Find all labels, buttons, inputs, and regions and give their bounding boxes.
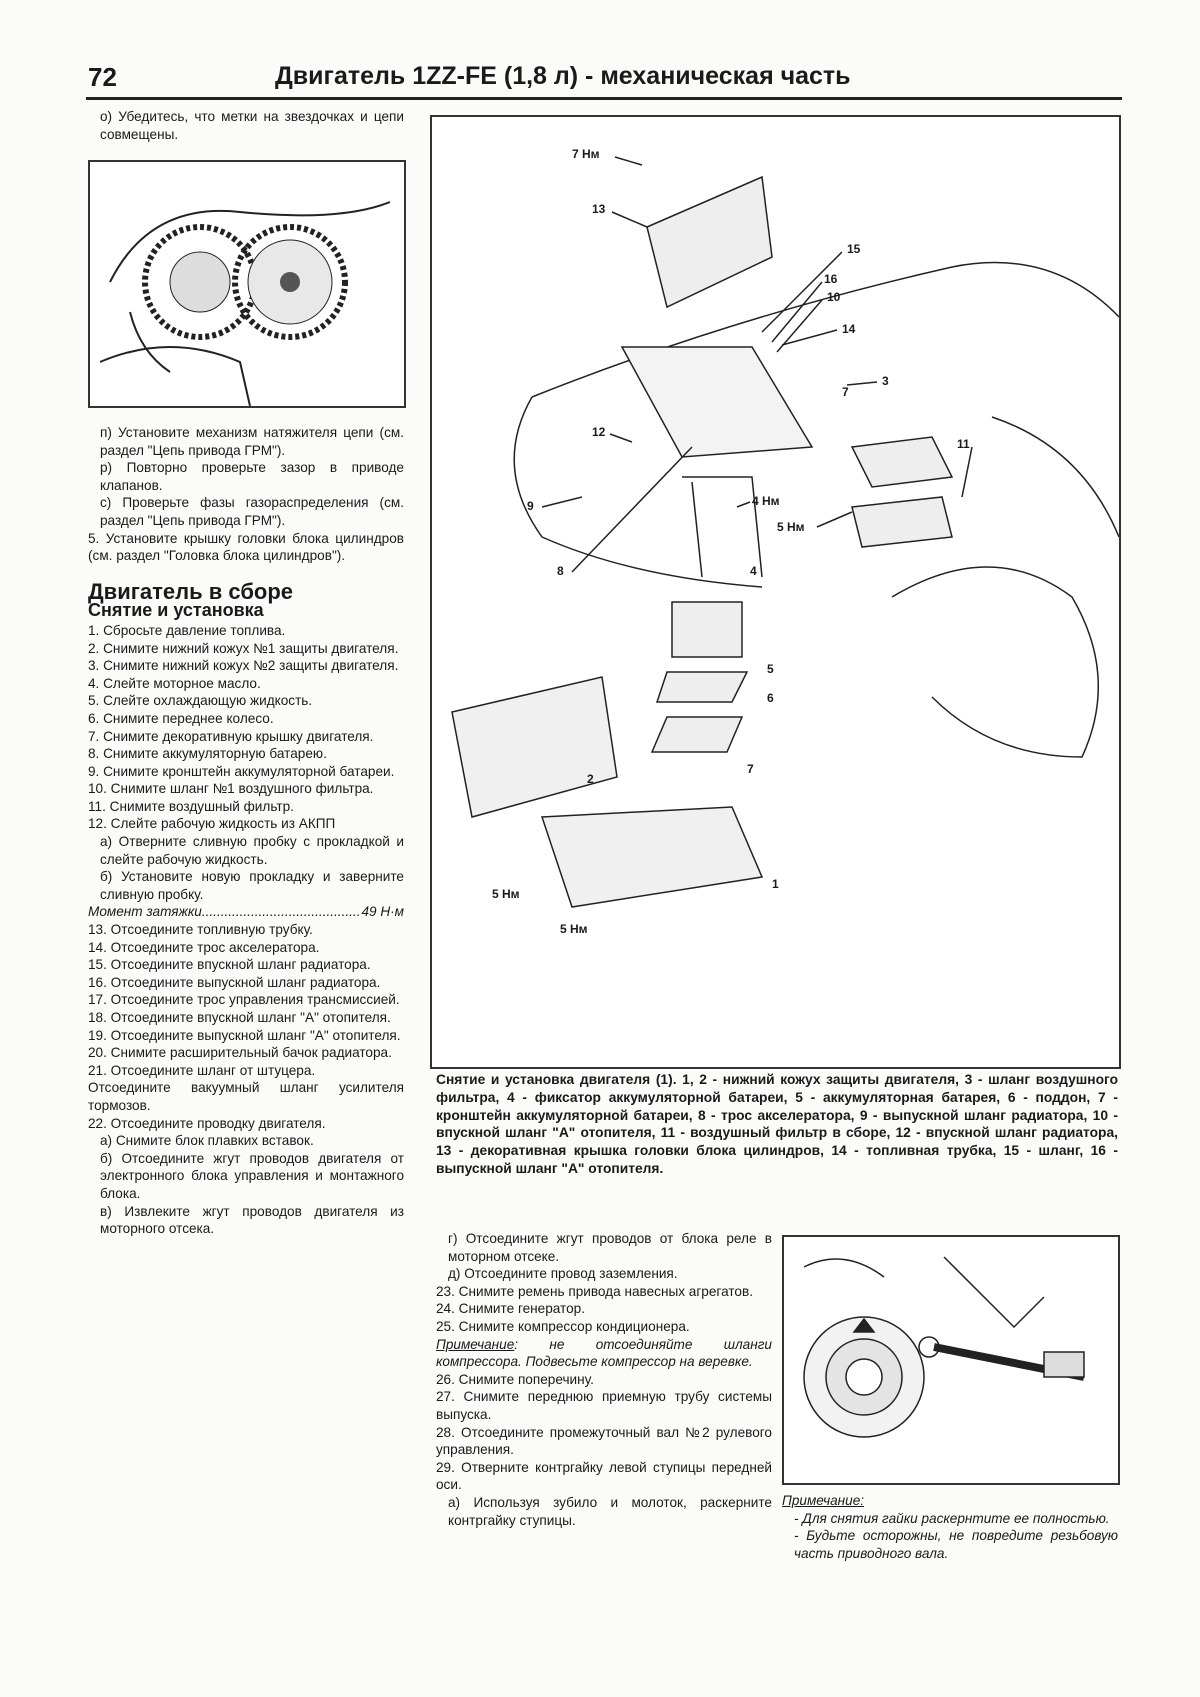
hub-nut-figure <box>782 1235 1120 1485</box>
callout-label: 11 <box>957 437 970 451</box>
callout-label: 7 <box>747 762 754 776</box>
step: 15. Отсоедините впускной шланг радиатора… <box>88 957 371 973</box>
callout-label: 4 Нм <box>752 494 780 508</box>
callout-label: 3 <box>882 374 889 388</box>
note-text: : не отсоединяйте шланги компрессора. По… <box>436 1336 772 1370</box>
subsection-heading: Снятие и установка <box>88 600 264 621</box>
paragraph: с) Проверьте фазы газораспределения (см.… <box>100 495 404 528</box>
callout-label: 10 <box>827 290 841 304</box>
timing-chain-illustration <box>99 201 391 407</box>
step: 19. Отсоедините выпускной шланг "А" отоп… <box>88 1027 401 1043</box>
note-label: Примечание: <box>782 1493 865 1508</box>
section-heading: Двигатель в сборе <box>88 578 294 604</box>
step: Отсоедините вакуумный шланг усилителя то… <box>88 1080 404 1113</box>
callout-label: 5 Нм <box>492 887 520 901</box>
callout-label: 12 <box>592 425 606 439</box>
substep: б) Установите новую прокладку и завернит… <box>100 869 404 902</box>
paragraph: п) Установите механизм натяжителя цепи (… <box>100 425 404 458</box>
step: 2. Снимите нижний кожух №1 защиты двигат… <box>88 640 399 656</box>
step: 20. Снимите расширительный бачок радиато… <box>88 1045 392 1061</box>
step: 18. Отсоедините впускной шланг "А" отопи… <box>88 1010 391 1025</box>
callout-label: 4 <box>750 564 757 578</box>
header-rule <box>86 97 1122 100</box>
step-o: о) Убедитесь, что метки на звездочках и … <box>88 108 404 143</box>
step: 29. Отверните контргайку левой ступицы п… <box>436 1459 772 1493</box>
callout-label: 7 Нм <box>572 147 600 161</box>
step: 3. Снимите нижний кожух №2 защиты двигат… <box>88 658 399 674</box>
page-title: Двигатель 1ZZ-FE (1,8 л) - механическая … <box>275 62 851 90</box>
step: 4. Слейте моторное масло. <box>88 675 261 691</box>
callout-label: 1 <box>772 877 779 891</box>
timing-chain-figure <box>88 160 406 408</box>
paragraph: р) Повторно проверьте зазор в приводе кл… <box>100 460 404 493</box>
callout-label: 5 Нм <box>560 922 588 936</box>
step: 12. Слейте рабочую жидкость из АКПП <box>88 816 336 832</box>
substep: д) Отсоедините провод заземления. <box>448 1266 678 1282</box>
callout-label: 16 <box>824 272 838 286</box>
substep: б) Отсоедините жгут проводов двигателя о… <box>100 1150 404 1201</box>
hub-nut-illustration <box>803 1256 1085 1438</box>
substep: а) Отверните сливную пробку с прокладкой… <box>100 834 404 867</box>
callout-label: 2 <box>587 772 594 786</box>
callout-label: 5 <box>767 662 774 676</box>
left-column: п) Установите механизм натяжителя цепи (… <box>88 424 404 1238</box>
step: 28. Отсоедините промежуточный вал №2 рул… <box>436 1424 772 1458</box>
engine-removal-figure: 7 Нм 13 15 16 10 14 3 7 11 12 9 4 Нм 5 Н… <box>430 115 1121 1069</box>
note-item: - Для снятия гайки раскернтите ее полнос… <box>794 1510 1110 1526</box>
right-note: Примечание: - Для снятия гайки раскернти… <box>782 1492 1118 1562</box>
middle-column: г) Отсоедините жгут проводов от блока ре… <box>436 1230 772 1529</box>
step: 16. Отсоедините выпускной шланг радиатор… <box>88 974 381 990</box>
step: 10. Снимите шланг №1 воздушного фильтра. <box>88 781 374 797</box>
step: 27. Снимите переднюю приемную трубу сист… <box>436 1389 772 1422</box>
paragraph: 5. Установите крышку головки блока цилин… <box>88 530 404 564</box>
step: 11. Снимите воздушный фильтр. <box>88 798 294 814</box>
engine-exploded-diagram <box>451 156 1120 908</box>
page-number: 72 <box>88 62 117 92</box>
callout-label: 5 Нм <box>777 520 805 534</box>
callout-label: 8 <box>557 564 564 578</box>
step: 14. Отсоедините трос акселератора. <box>88 939 320 955</box>
substep: г) Отсоедините жгут проводов от блока ре… <box>448 1231 772 1264</box>
step: 1. Сбросьте давление топлива. <box>88 622 286 638</box>
note: Примечание: не отсоединяйте шланги компр… <box>436 1336 772 1371</box>
substep: в) Извлеките жгут проводов двигателя из … <box>100 1203 404 1237</box>
step: 22. Отсоедините проводку двигателя. <box>88 1115 326 1131</box>
callout-label: 13 <box>592 202 606 216</box>
substep: а) Снимите блок плавких вставок. <box>100 1133 314 1149</box>
callout-label: 7 <box>842 385 849 399</box>
step: 6. Снимите переднее колесо. <box>88 710 274 726</box>
step: 9. Снимите кронштейн аккумуляторной бата… <box>88 763 395 779</box>
step: 7. Снимите декоративную крышку двигателя… <box>88 728 374 744</box>
paragraph: о) Убедитесь, что метки на звездочках и … <box>100 109 404 142</box>
note-item: - Будьте осторожны, не повредите резьбов… <box>794 1528 1118 1561</box>
dot-leader: ........................................… <box>201 904 362 920</box>
step: 26. Снимите поперечину. <box>436 1371 594 1387</box>
callout-label: 14 <box>842 322 856 336</box>
substep: а) Используя зубило и молоток, раскернит… <box>448 1494 772 1528</box>
callout-label: 9 <box>527 499 534 513</box>
step: 17. Отсоедините трос управления трансмис… <box>88 992 400 1008</box>
step: 21. Отсоедините шланг от штуцера. <box>88 1062 316 1078</box>
step: 13. Отсоедините топливную трубку. <box>88 922 313 938</box>
torque-spec: Момент затяжки..........................… <box>88 903 404 921</box>
step: 8. Снимите аккумуляторную батарею. <box>88 746 327 762</box>
figure-caption: Снятие и установка двигателя (1). 1, 2 -… <box>436 1072 1118 1176</box>
torque-value: 49 Н·м <box>361 904 404 920</box>
step: 24. Снимите генератор. <box>436 1301 586 1317</box>
step: 5. Слейте охлаждающую жидкость. <box>88 693 313 709</box>
callout-label: 6 <box>767 691 774 705</box>
step: 25. Снимите компрессор кондиционера. <box>436 1318 690 1334</box>
note-label: Примечание <box>436 1336 515 1352</box>
step: 23. Снимите ремень привода навесных агре… <box>436 1283 753 1299</box>
callout-label: 15 <box>847 242 861 256</box>
torque-label: Момент затяжки <box>88 904 202 920</box>
